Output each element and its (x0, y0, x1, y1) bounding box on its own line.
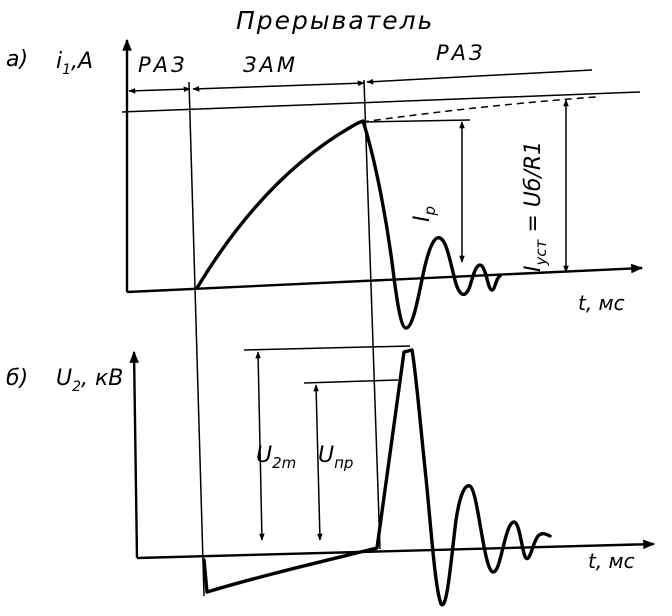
mode-label-open-2: РАЗ (436, 41, 486, 65)
iust-label: Iуст = Uб/R1 (521, 141, 550, 272)
mode-span-open-2 (366, 69, 593, 85)
panel-a-y-axis-label: i1,A (56, 49, 93, 78)
steady-state-level-line (121, 91, 641, 113)
voltage-waveform (202, 348, 552, 607)
u2m-reference-line (243, 345, 411, 351)
panel-a: а) i1,A t, мс РАЗ ЗАМ РАЗ Iр Iуст = Uб/R… (6, 38, 644, 330)
panel-b-x-axis-label: t, мс (588, 549, 635, 573)
mode-span-closed (192, 80, 365, 92)
panel-a-x-axis-label: t, мс (578, 291, 625, 315)
switch-close-time-guide (188, 81, 205, 597)
peak-reference-line (361, 119, 471, 123)
mode-label-closed: ЗАМ (243, 53, 298, 77)
panel-b-y-axis-label: U2, кВ (56, 366, 123, 395)
diagram-title: Прерыватель (236, 6, 434, 35)
panel-b: б) U2, кВ t, мс U2m Uпр (6, 345, 656, 607)
mode-span-open-1 (128, 86, 191, 94)
current-waveform (195, 119, 502, 330)
panel-a-tag: а) (6, 47, 28, 72)
panel-b-y-axis (129, 350, 139, 559)
switch-open-time-guide (363, 79, 381, 550)
u2m-label: U2m (256, 443, 296, 472)
mode-label-open-1: РАЗ (138, 53, 188, 77)
upr-label: Uпр (318, 443, 353, 472)
u2m-dimension-arrow (255, 351, 265, 541)
upr-dimension-arrow (313, 384, 323, 541)
ip-label: Iр (410, 206, 439, 222)
upr-reference-line (303, 379, 399, 384)
panel-a-x-axis (126, 263, 644, 294)
panel-b-x-axis (136, 539, 656, 560)
panel-b-tag: б) (6, 366, 28, 391)
